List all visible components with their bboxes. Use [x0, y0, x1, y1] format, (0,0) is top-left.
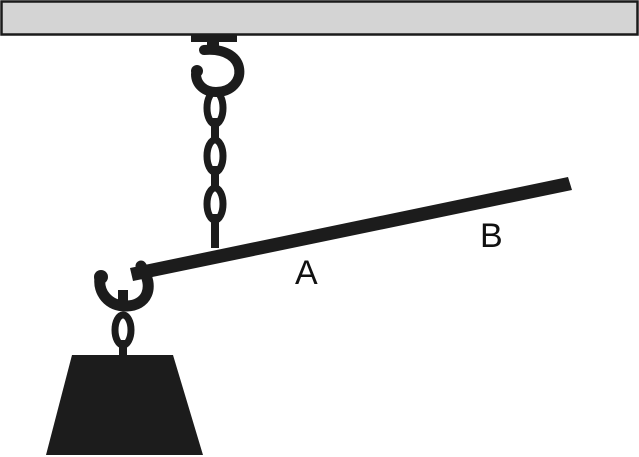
label-a: A: [295, 254, 318, 292]
lever-bar: [130, 177, 572, 281]
weight: [46, 355, 203, 455]
upper-chain: [203, 88, 227, 248]
upper-hook-icon: [191, 34, 245, 98]
lower-chain: [111, 311, 135, 360]
ceiling-beam: [0, 0, 639, 36]
lower-hook-icon: [94, 260, 154, 312]
label-b: B: [480, 217, 503, 255]
